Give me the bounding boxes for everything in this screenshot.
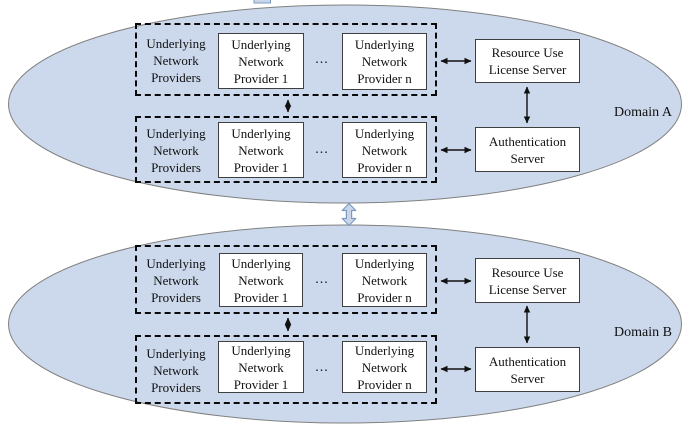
provider-group-label: Underlying Network Providers	[146, 255, 206, 305]
provider-group-box	[135, 245, 437, 314]
domain-b-label: Domain B	[614, 324, 672, 340]
ellipsis: ...	[315, 360, 329, 375]
auth-server-box: Authentication Server	[475, 127, 580, 172]
auth-server-box: Authentication Server	[475, 347, 580, 392]
interdomain-double-arrow	[341, 202, 357, 227]
provider-group-box	[135, 23, 437, 96]
provider-1-box: Underlying Network Provider 1	[218, 122, 304, 178]
provider-n-box: Underlying Network Provider n	[342, 341, 427, 393]
provider-group-label: Underlying Network Providers	[146, 125, 206, 175]
provider-group-box	[135, 116, 437, 183]
provider-n-box: Underlying Network Provider n	[342, 33, 427, 90]
provider-1-box: Underlying Network Provider 1	[219, 253, 303, 307]
provider-group-label: Underlying Network Providers	[146, 345, 206, 395]
license-server-box: Resource Use License Server	[475, 258, 580, 303]
ellipsis: ...	[315, 272, 329, 287]
license-server-box: Resource Use License Server	[475, 39, 580, 83]
provider-1-box: Underlying Network Provider 1	[218, 33, 304, 89]
provider-1-box: Underlying Network Provider 1	[218, 341, 304, 393]
provider-n-box: Underlying Network Provider n	[342, 253, 427, 307]
provider-group-box	[135, 335, 437, 404]
ellipsis: ...	[315, 142, 329, 157]
top-cropped-connector	[253, 0, 271, 4]
domain-a-label: Domain A	[614, 104, 672, 120]
ellipsis: ...	[315, 52, 329, 67]
provider-n-box: Underlying Network Provider n	[342, 122, 427, 178]
provider-group-label: Underlying Network Providers	[146, 35, 206, 85]
